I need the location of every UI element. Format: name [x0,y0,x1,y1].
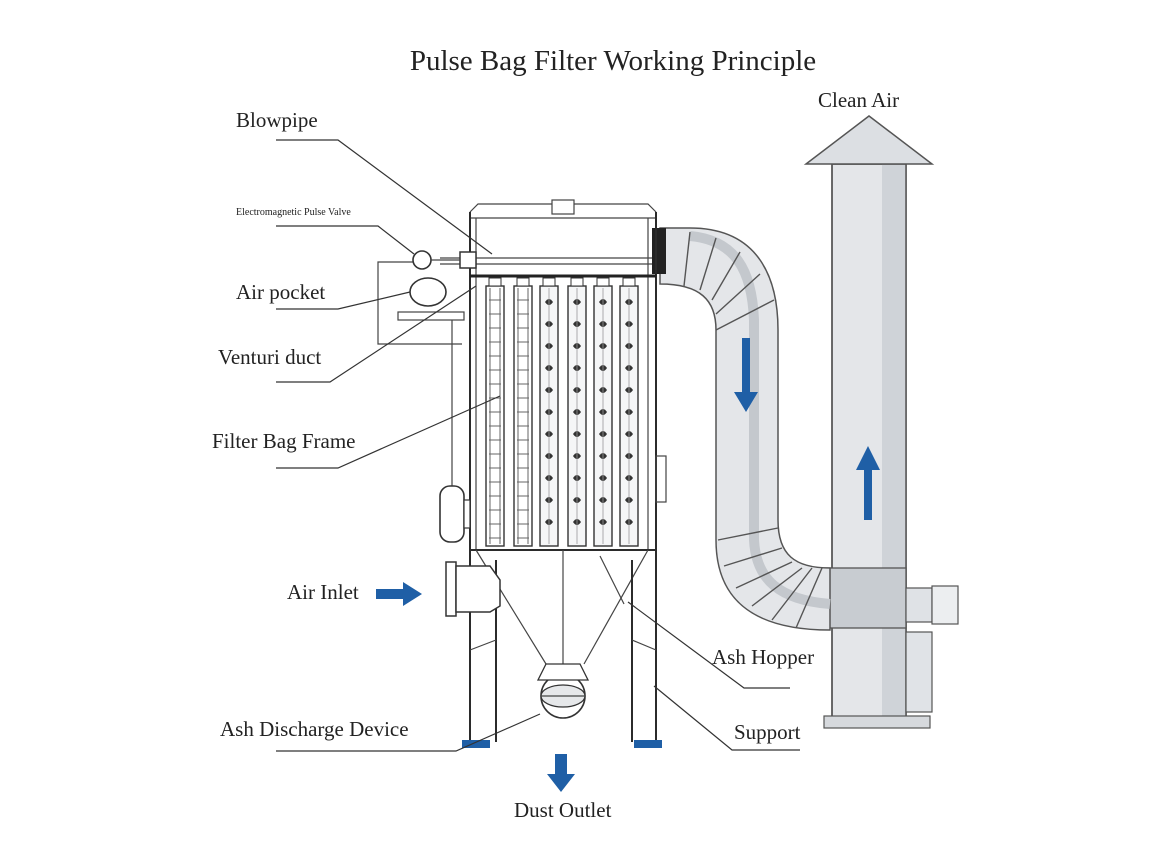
outlet-duct [652,227,831,631]
stack-up-arrow-icon [856,446,880,520]
filter-bag [593,277,613,547]
duct-down-arrow-icon [734,338,758,412]
filter-bag [619,277,639,547]
label-filter-bag-frame: Filter Bag Frame [212,429,355,453]
dust-outlet-arrow-icon [547,754,575,792]
label-pulse-valve: Electromagnetic Pulse Valve [236,207,351,218]
label-clean-air: Clean Air [818,88,899,112]
label-ash-discharge-device: Ash Discharge Device [220,717,409,741]
label-air-inlet: Air Inlet [287,580,359,604]
label-blowpipe: Blowpipe [236,108,318,132]
pulse-system [377,250,477,543]
diagram-title: Pulse Bag Filter Working Principle [410,45,816,77]
tank-icon [409,277,447,307]
air-inlet-nozzle [445,561,501,617]
rotary-valve-icon [540,684,586,708]
clean-air-stack [803,115,959,729]
filter-bag [567,277,587,547]
arrow-icon [376,338,880,792]
label-venturi-duct: Venturi duct [218,345,321,369]
label-dust-outlet: Dust Outlet [514,798,612,822]
label-ash-hopper: Ash Hopper [712,645,814,669]
leader-lines [276,139,800,752]
filter-bag [485,277,505,547]
filter-bag [539,277,559,547]
filter-bag [513,277,533,547]
label-air-pocket: Air pocket [236,280,325,304]
inlet-arrow-icon [376,582,422,606]
label-support: Support [734,720,801,744]
ash-hopper [475,549,649,719]
side-cylinder [439,485,471,543]
valve-icon [412,250,477,270]
filter-bags [485,277,639,547]
